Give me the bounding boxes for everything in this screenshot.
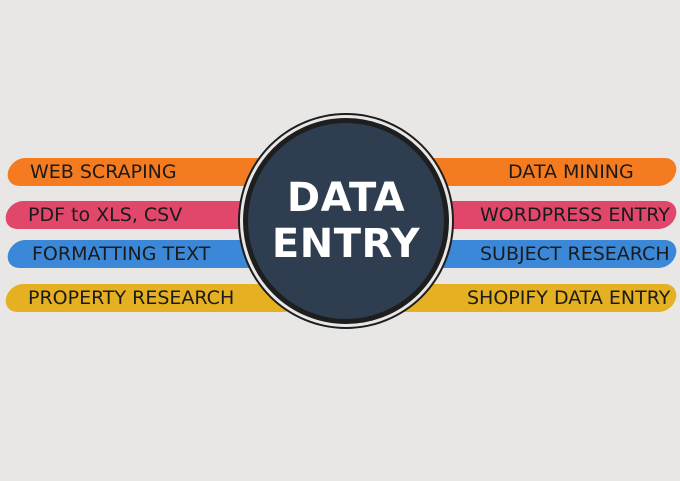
center-badge: DATA ENTRY [243, 118, 449, 324]
banner-label: PDF to XLS, CSV [28, 204, 183, 226]
banner-label: WORDPRESS ENTRY [480, 204, 670, 226]
banner-label: WEB SCRAPING [30, 161, 177, 183]
banner-label: SHOPIFY DATA ENTRY [466, 287, 670, 309]
right-banner-shopify-data-entry: SHOPIFY DATA ENTRY [395, 284, 679, 312]
banner-label: FORMATTING TEXT [32, 243, 211, 265]
banner-label: SUBJECT RESEARCH [480, 243, 670, 265]
left-banner-property-research: PROPERTY RESEARCH [3, 284, 296, 312]
banner-label: PROPERTY RESEARCH [28, 287, 235, 309]
center-title-line-2: ENTRY [271, 221, 421, 267]
banner-label: DATA MINING [508, 161, 634, 183]
center-title-line-1: DATA [286, 175, 406, 221]
